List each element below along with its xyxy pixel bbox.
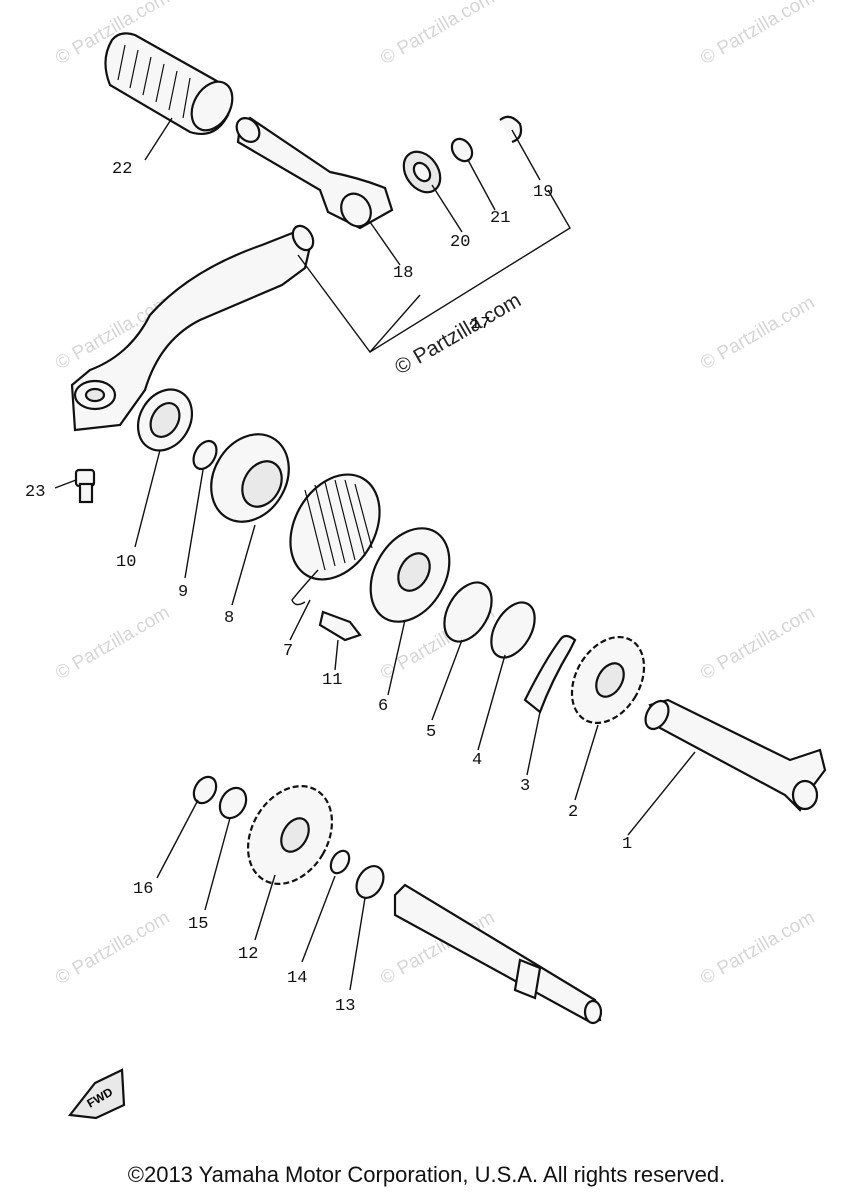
watermark: © Partzilla.com xyxy=(377,0,498,69)
callout-15: 15 xyxy=(188,915,208,934)
part-10-oil-seal xyxy=(136,388,194,452)
callout-21: 21 xyxy=(490,209,510,228)
callout-4: 4 xyxy=(472,751,482,770)
part-kick-crank-arm xyxy=(70,224,315,432)
part-kick-crank-boss xyxy=(235,116,394,230)
watermark-main: © Partzilla.com xyxy=(391,289,525,380)
part-5-circlip xyxy=(443,581,493,643)
part-22-kick-grip xyxy=(104,32,234,136)
callout-2: 2 xyxy=(568,803,578,822)
part-8-spring-guide xyxy=(210,433,290,523)
callout-6: 6 xyxy=(378,697,388,716)
part-21-washer xyxy=(450,137,474,163)
callout-23: 23 xyxy=(25,483,45,502)
watermark: © Partzilla.com xyxy=(697,0,818,69)
part-2-kick-gear xyxy=(570,635,646,725)
part-3-clip xyxy=(523,634,577,714)
callout-9: 9 xyxy=(178,583,188,602)
watermark: © Partzilla.com xyxy=(697,292,818,374)
part-main-shaft xyxy=(393,883,603,1025)
callout-18: 18 xyxy=(393,264,413,283)
callout-12: 12 xyxy=(238,945,258,964)
leader-lines xyxy=(54,117,696,991)
callout-3: 3 xyxy=(520,777,530,796)
part-12-idler-gear xyxy=(246,785,334,885)
part-19-clip xyxy=(499,115,523,144)
watermark-layer: © Partzilla.com © Partzilla.com © Partzi… xyxy=(52,0,818,989)
part-4-washer xyxy=(490,601,536,659)
callout-labels: 22 18 20 21 19 17 23 10 9 8 7 11 6 5 4 3… xyxy=(25,160,632,1016)
callout-14: 14 xyxy=(287,969,307,988)
part-16-circlip xyxy=(192,775,218,805)
exploded-parts-diagram: © Partzilla.com © Partzilla.com © Partzi… xyxy=(25,0,827,1120)
part-23-bolt xyxy=(74,468,96,504)
part-20-washer xyxy=(402,150,442,194)
part-7-kick-spring xyxy=(289,473,381,606)
fwd-arrow-icon: FWD xyxy=(67,1068,126,1120)
part-6-spring-cover xyxy=(369,527,451,623)
callout-7: 7 xyxy=(283,642,293,661)
callout-17: 17 xyxy=(470,315,490,334)
copyright-notice: ©2013 Yamaha Motor Corporation, U.S.A. A… xyxy=(127,1162,726,1187)
callout-10: 10 xyxy=(116,553,136,572)
watermark: © Partzilla.com xyxy=(697,602,818,684)
callout-8: 8 xyxy=(224,609,234,628)
callout-11: 11 xyxy=(322,671,342,690)
callout-22: 22 xyxy=(112,160,132,179)
callout-1: 1 xyxy=(622,835,632,854)
watermark: © Partzilla.com xyxy=(52,907,173,989)
callout-16: 16 xyxy=(133,880,153,899)
part-1-kick-axle xyxy=(644,698,827,812)
part-13-washer xyxy=(355,865,385,899)
part-14-circlip xyxy=(329,849,351,875)
callout-13: 13 xyxy=(335,997,355,1016)
part-9-circlip xyxy=(192,439,218,471)
callout-5: 5 xyxy=(426,723,436,742)
watermark: © Partzilla.com xyxy=(52,602,173,684)
part-11-pin xyxy=(318,610,362,642)
watermark: © Partzilla.com xyxy=(697,907,818,989)
callout-19: 19 xyxy=(533,183,553,202)
callout-20: 20 xyxy=(450,233,470,252)
part-15-washer xyxy=(218,786,248,820)
